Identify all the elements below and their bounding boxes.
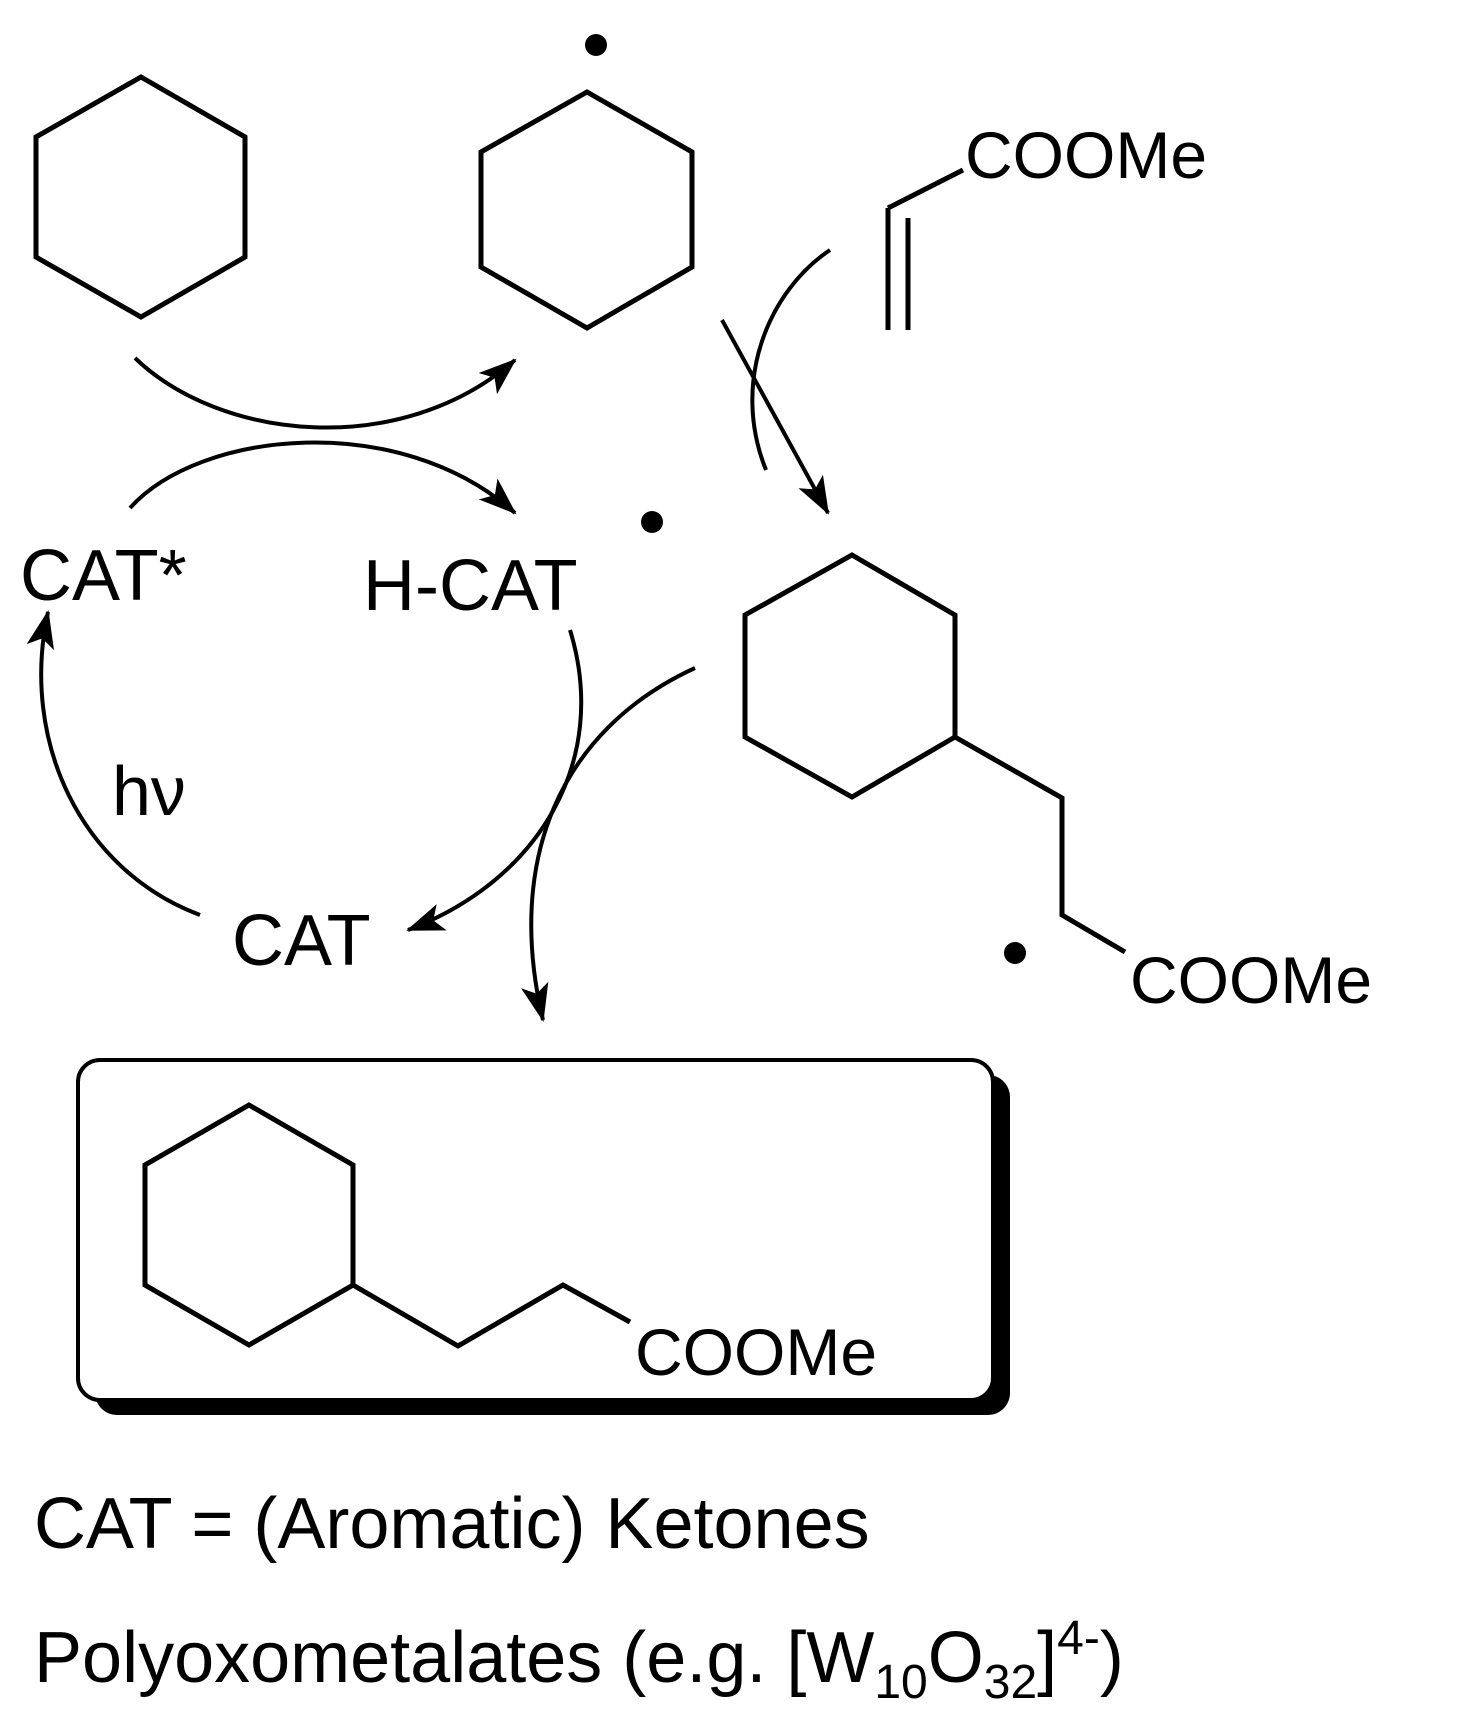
hv-label: hν bbox=[112, 752, 186, 830]
legend-charge-superscript: 4- bbox=[1057, 1612, 1100, 1665]
legend-bracket: ] bbox=[1037, 1618, 1057, 1698]
hat-arrow-to-hcat bbox=[128, 440, 517, 515]
product-ring bbox=[142, 1102, 356, 1348]
hat-arrow-to-radical bbox=[133, 356, 517, 430]
adduct-radical-ring bbox=[742, 552, 958, 800]
adduct-radical-chain bbox=[953, 734, 1127, 955]
adduct-radical: COOMe bbox=[742, 552, 1372, 1017]
product-box-frame bbox=[76, 1058, 995, 1402]
photoexcitation-arrow bbox=[26, 610, 201, 917]
product-ester-label: COOMe bbox=[635, 1315, 877, 1389]
acrylate-bond bbox=[886, 167, 965, 211]
legend-o-subscript: 32 bbox=[984, 1656, 1037, 1709]
legend-line-2: Polyoxometalates (e.g. [W10O32]4-) bbox=[34, 1612, 1124, 1709]
back-hat-arrow bbox=[521, 666, 696, 1022]
acrylate-ester-label: COOMe bbox=[965, 118, 1207, 192]
cyclohexane-ring bbox=[33, 74, 248, 320]
product-box: COOMe bbox=[76, 1058, 1010, 1415]
cat-label: CAT bbox=[232, 901, 371, 981]
legend-o: O bbox=[928, 1618, 984, 1698]
legend-line-1: CAT = (Aromatic) Ketones bbox=[34, 1484, 870, 1564]
product-chain bbox=[351, 1282, 632, 1349]
legend-close-paren: ) bbox=[1100, 1618, 1124, 1698]
acrylate-curved-arrow bbox=[750, 248, 832, 471]
cat-regeneration-arrow bbox=[406, 629, 584, 932]
adduct-radical-ester-label: COOMe bbox=[1130, 943, 1372, 1017]
radical-dot-h-cat bbox=[641, 511, 663, 533]
methyl-acrylate: COOMe bbox=[885, 118, 1207, 330]
radical-dot-adduct bbox=[1004, 942, 1026, 964]
radical-dot-cyclohexyl bbox=[585, 34, 607, 56]
legend-line-2-prefix: Polyoxometalates (e.g. [W bbox=[34, 1618, 874, 1698]
h-cat-label: H-CAT bbox=[363, 546, 578, 626]
addition-arrow bbox=[720, 319, 830, 515]
legend-w-subscript: 10 bbox=[874, 1656, 927, 1709]
cyclohexyl-radical-ring bbox=[478, 89, 695, 331]
cat-excited-label: CAT* bbox=[20, 536, 187, 616]
